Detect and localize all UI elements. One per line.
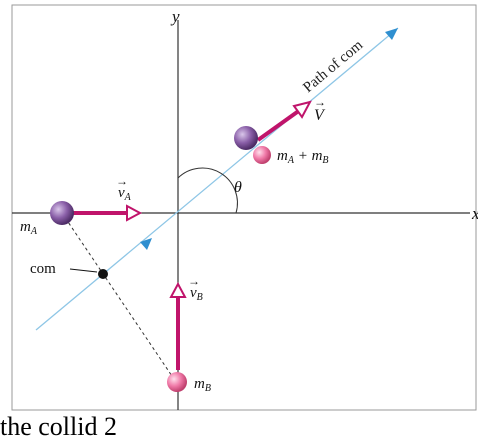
com-label: com	[30, 261, 56, 277]
vA-vector-arrow-icon: →	[116, 174, 128, 188]
y-axis-label: y	[170, 7, 180, 26]
x-axis-label: x	[471, 204, 478, 223]
dashed-connector	[61, 212, 177, 383]
mA-label: mA	[20, 219, 38, 237]
merged-mass-B-sphere	[253, 146, 271, 164]
vA-label: vA	[118, 185, 132, 203]
theta-label: θ	[234, 179, 242, 196]
vB-label: vB	[190, 285, 203, 303]
V-vector-arrow-icon: →	[314, 95, 326, 109]
V-arrowhead	[292, 100, 312, 119]
path-of-com-label: Path of com	[300, 37, 366, 96]
com-path-line	[35, 27, 399, 331]
com-leader-line	[69, 268, 98, 273]
com-path-arrowhead	[385, 28, 398, 40]
mass-B-sphere	[167, 372, 187, 392]
merged-mass-A-sphere	[234, 126, 258, 150]
combined-mass-label: mA + mB	[277, 148, 329, 166]
com-point	[98, 269, 108, 279]
V-arrow-shaft	[256, 108, 302, 142]
theta-arc	[177, 167, 238, 214]
mass-A-sphere	[50, 201, 74, 225]
vB-vector-arrow-icon: →	[188, 274, 200, 288]
com-path-midarrow	[140, 238, 152, 250]
mB-label: mB	[194, 376, 211, 394]
V-label: V	[314, 107, 326, 124]
vB-arrowhead	[169, 281, 187, 298]
cropped-caption-text: the collid 2	[0, 412, 117, 441]
figure-frame	[11, 4, 477, 411]
vA-arrowhead	[126, 204, 143, 222]
